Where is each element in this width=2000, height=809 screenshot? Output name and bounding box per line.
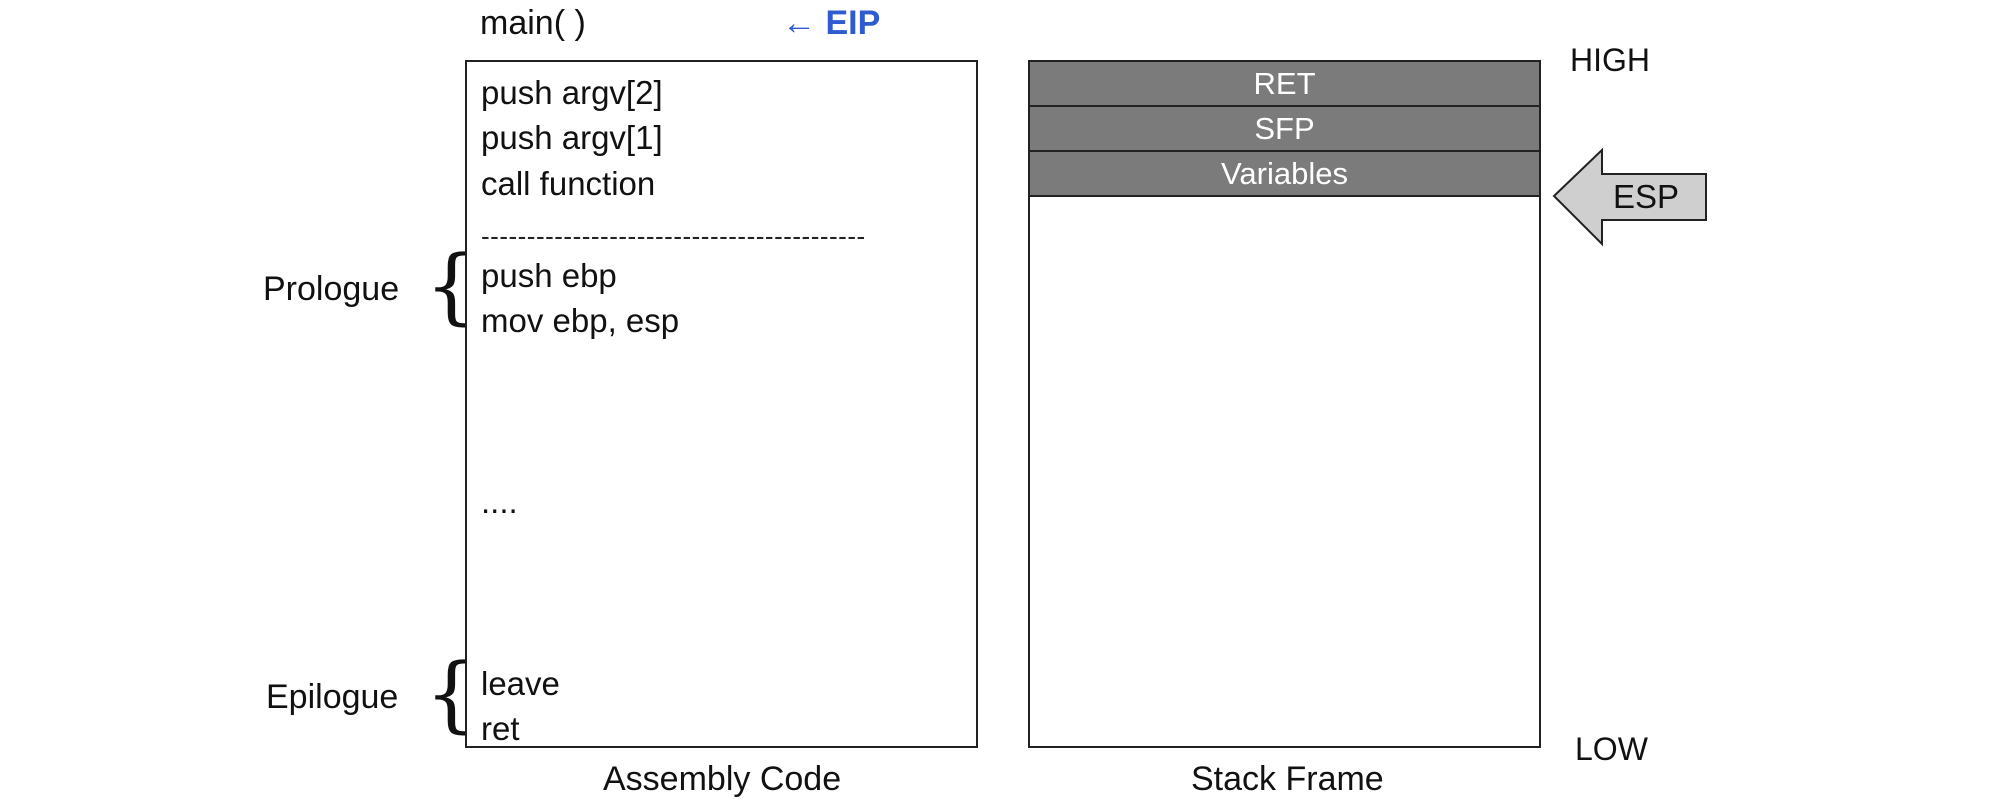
code-line-mov-ebp-esp: mov ebp, esp xyxy=(481,302,680,339)
stack-frame-caption: Stack Frame xyxy=(1191,760,1384,798)
code-line-ellipsis: .... xyxy=(481,483,518,520)
assembly-code-caption: Assembly Code xyxy=(603,760,842,798)
code-line-call-function: call function xyxy=(481,165,656,202)
function-label: main( ) xyxy=(480,4,586,42)
code-line-push-argv1: push argv[1] xyxy=(481,119,663,156)
esp-label: ESP xyxy=(1613,178,1680,215)
esp-arrow-icon xyxy=(1552,148,1707,247)
code-line-leave: leave xyxy=(481,665,560,702)
prologue-label: Prologue xyxy=(263,270,400,308)
code-line-push-ebp: push ebp xyxy=(481,257,617,294)
epilogue-label: Epilogue xyxy=(266,678,399,716)
stack-slot-sfp: SFP xyxy=(1030,107,1539,152)
low-address-label: LOW xyxy=(1575,731,1648,767)
code-separator: ----------------------------------------… xyxy=(481,221,866,251)
stack-frame-box: RET SFP Variables xyxy=(1028,60,1541,748)
high-address-label: HIGH xyxy=(1570,42,1650,78)
eip-pointer-label: ← EIP xyxy=(782,4,881,42)
code-line-push-argv2: push argv[2] xyxy=(481,74,663,111)
stack-slot-ret: RET xyxy=(1030,62,1539,107)
assembly-code-box: push argv[2] push argv[1] call function … xyxy=(465,60,978,748)
code-line-ret: ret xyxy=(481,710,520,747)
stack-slot-variables: Variables xyxy=(1030,152,1539,197)
